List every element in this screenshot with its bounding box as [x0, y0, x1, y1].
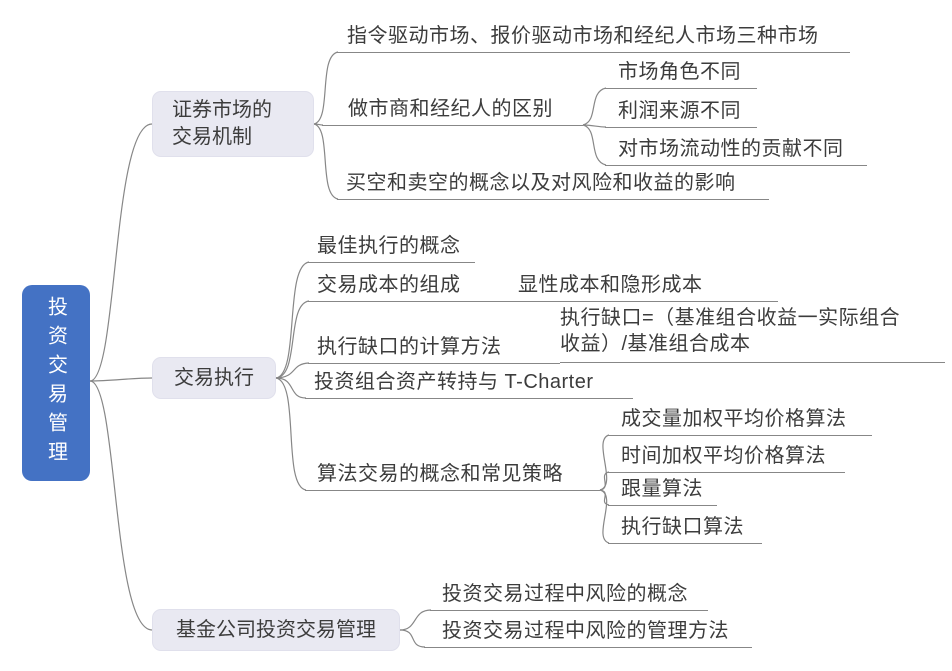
node-vwap-algorithm[interactable]: 成交量加权平均价格算法: [608, 407, 872, 436]
node-explicit-implicit-costs[interactable]: 显性成本和隐形成本: [518, 273, 778, 302]
node-implementation-shortfall-calculation[interactable]: 执行缺口的计算方法: [308, 335, 560, 364]
node-portfolio-transition-t-charter[interactable]: 投资组合资产转持与 T-Charter: [305, 370, 633, 399]
node-volume-following-algorithm[interactable]: 跟量算法: [608, 477, 717, 506]
node-implementation-shortfall-algorithm[interactable]: 执行缺口算法: [608, 515, 762, 544]
node-root[interactable]: 投资交易管理: [22, 285, 90, 481]
node-long-short-concept[interactable]: 买空和卖空的概念以及对风险和收益的影响: [337, 171, 769, 200]
node-twap-algorithm[interactable]: 时间加权平均价格算法: [608, 444, 845, 473]
node-algorithmic-trading-strategies[interactable]: 算法交易的概念和常见策略: [305, 462, 600, 491]
node-fund-company-trading-management[interactable]: 基金公司投资交易管理: [152, 609, 400, 651]
node-trading-risk-concept[interactable]: 投资交易过程中风险的概念: [430, 582, 708, 611]
node-market-role-difference[interactable]: 市场角色不同: [605, 60, 757, 89]
node-dealer-broker-difference[interactable]: 做市商和经纪人的区别: [322, 97, 583, 126]
node-implementation-shortfall-formula[interactable]: 执行缺口=（基准组合收益一实际组合 收益）/基准组合成本: [560, 305, 945, 363]
node-trade-execution[interactable]: 交易执行: [152, 357, 276, 399]
node-securities-market-trading-mechanism[interactable]: 证券市场的 交易机制: [152, 91, 314, 157]
node-three-market-types[interactable]: 指令驱动市场、报价驱动市场和经纪人市场三种市场: [337, 24, 850, 53]
node-best-execution-concept[interactable]: 最佳执行的概念: [308, 234, 475, 263]
node-liquidity-contribution-difference[interactable]: 对市场流动性的贡献不同: [605, 137, 867, 166]
node-trading-risk-management[interactable]: 投资交易过程中风险的管理方法: [424, 619, 752, 648]
node-profit-source-difference[interactable]: 利润来源不同: [605, 99, 757, 128]
node-trading-cost-composition[interactable]: 交易成本的组成: [308, 273, 518, 302]
